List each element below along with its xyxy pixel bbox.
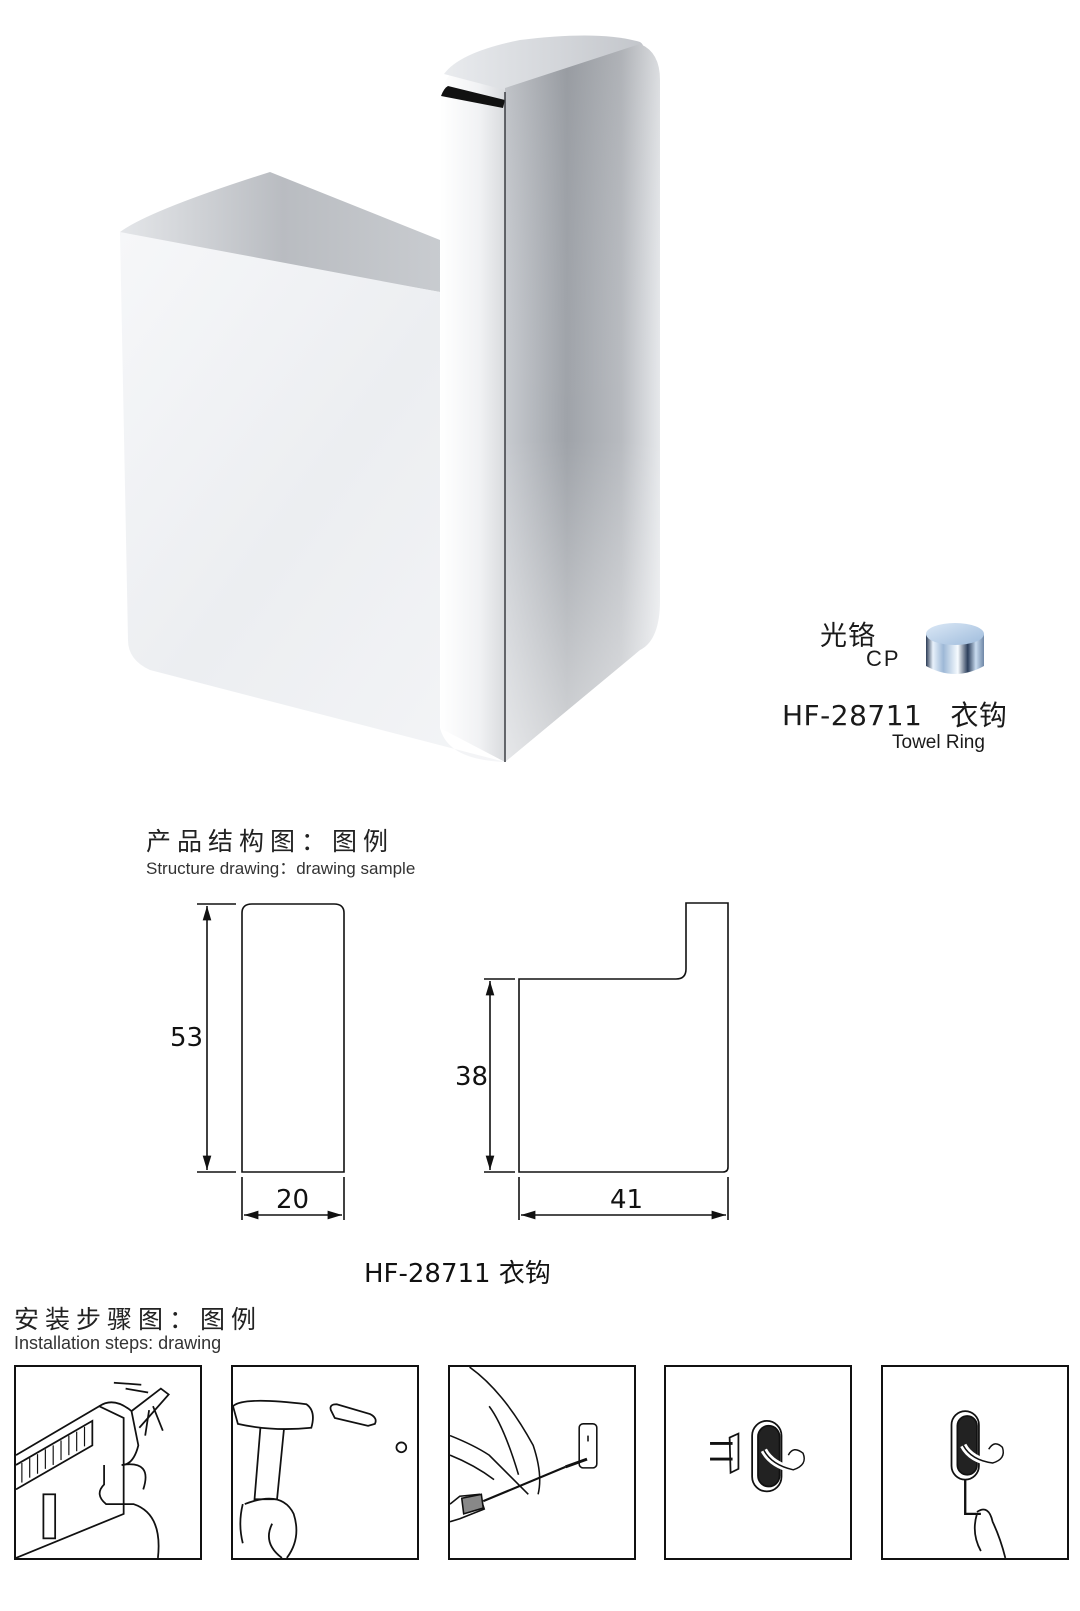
install-step-4 [664, 1365, 852, 1560]
front-width-dimension: 20 [276, 1185, 309, 1215]
tighten-hook-icon [950, 1410, 1007, 1558]
installation-title-en: Installation steps: drawing [14, 1333, 222, 1353]
side-height-dimension: 38 [455, 1062, 488, 1092]
install-step-1 [14, 1365, 202, 1560]
hammer-anchor-icon [233, 1399, 408, 1558]
drawing-caption: HF-28711 衣钩 [364, 1259, 551, 1289]
side-width-dimension: 41 [610, 1185, 643, 1215]
structure-title-cn: 产品结构图：图例 [146, 827, 395, 856]
finish-label-en: CP [866, 646, 901, 671]
finish-label-cn: 光铬 [820, 621, 876, 652]
product-photo [120, 35, 660, 762]
product-name-en: Towel Ring [892, 732, 985, 753]
install-step-5 [881, 1365, 1069, 1560]
drill-wall-icon [16, 1381, 170, 1558]
front-height-dimension: 53 [170, 1023, 203, 1053]
chrome-finish-swatch-icon [926, 623, 984, 674]
install-step-3 [448, 1365, 636, 1560]
screwdriver-bracket-icon [450, 1367, 598, 1523]
side-view [484, 902, 729, 1220]
mount-hook-icon [710, 1420, 808, 1493]
installation-title-cn: 安装步骤图：图例 [14, 1305, 263, 1334]
model-label: HF-28711 衣钩 [782, 699, 1008, 732]
front-view [197, 903, 345, 1220]
structure-title-en: Structure drawing：drawing sample [146, 859, 416, 878]
structure-drawing: 53 20 38 41 [170, 902, 729, 1220]
install-step-2 [231, 1365, 419, 1560]
